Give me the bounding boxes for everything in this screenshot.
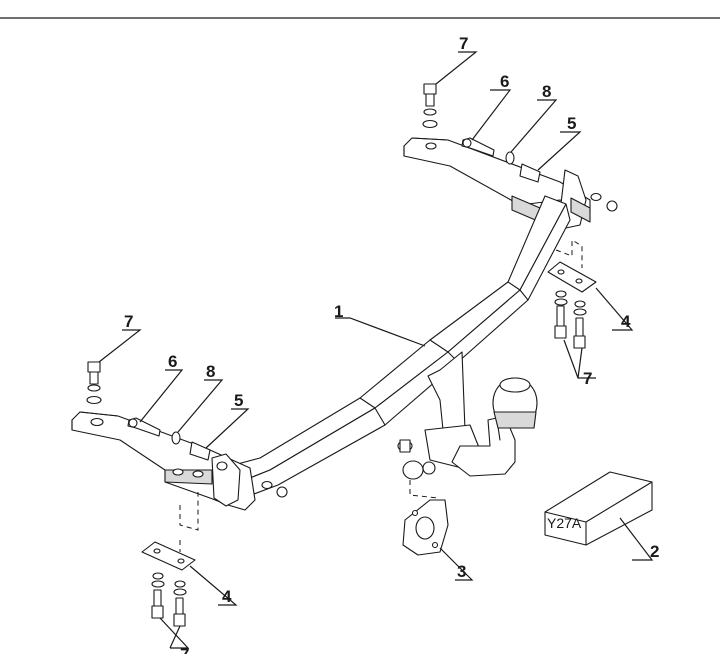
ball-neck-assembly [397,351,538,505]
left-bolt [127,417,161,437]
left-bracket [71,411,256,511]
label-tow-bar: 1 [334,302,343,321]
right-bracket [403,137,591,229]
socket-plate [402,499,449,556]
label-plate-left: 4 [222,587,232,606]
label-screws-left: 7 [180,645,189,654]
left-top-screw [86,361,102,405]
accessory-box [544,471,653,546]
left-washer [171,431,181,445]
right-bolt [461,137,495,157]
left-plate [141,492,199,571]
leader-lines [98,51,654,649]
label-washer-right: 8 [542,82,551,101]
label-bolt-right: 6 [500,72,509,91]
label-spacer-left: 5 [234,391,243,410]
right-plate [547,239,597,293]
left-lower-screws [151,572,187,627]
right-spacer [519,163,541,183]
label-screws-right: 7 [583,369,592,388]
right-lower-screws [554,290,587,349]
right-top-screw [422,83,438,129]
label-box: 2 [650,542,659,561]
box-code-label: Y27A [547,515,582,531]
label-socket-plate: 3 [457,562,466,581]
left-nut-stack [261,480,288,498]
label-bolt-left: 6 [168,352,177,371]
right-nut-stack [590,192,618,212]
label-washer-left: 8 [206,362,215,381]
tow-bar-beam [214,195,571,501]
left-spacer [189,441,211,461]
label-screw-top-right: 7 [459,34,468,53]
label-spacer-right: 5 [567,114,576,133]
label-plate-right: 4 [621,312,631,331]
right-washer [505,151,515,165]
label-screw-top-left: 7 [124,312,133,331]
